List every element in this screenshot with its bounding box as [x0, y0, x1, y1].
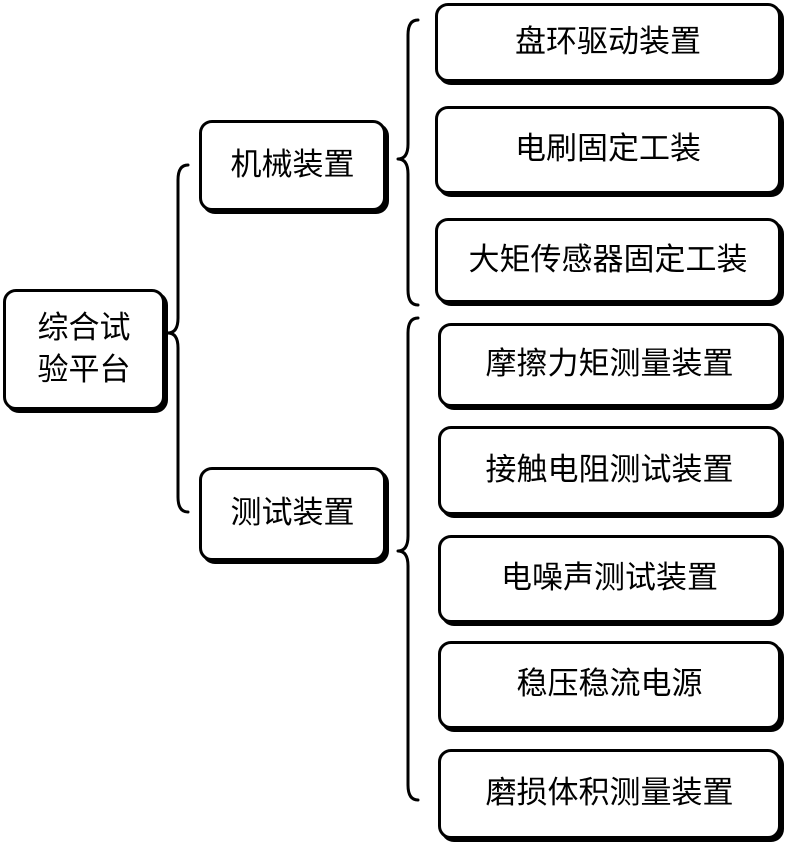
mechanical-brace	[396, 18, 420, 307]
root-label-line1: 综合试	[37, 309, 131, 346]
leaf-node: 电噪声测试装置	[438, 535, 781, 623]
test-brace	[396, 316, 420, 802]
group-node-test: 测试装置	[199, 467, 386, 561]
leaf-node: 大矩传感器固定工装	[435, 218, 781, 303]
leaf-node: 稳压稳流电源	[438, 641, 781, 729]
leaf-node: 盘环驱动装置	[435, 3, 781, 82]
leaf-node: 电刷固定工装	[435, 106, 781, 194]
group-node-mechanical: 机械装置	[199, 120, 386, 211]
leaf-node: 接触电阻测试装置	[438, 426, 781, 515]
leaf-node: 摩擦力矩测量装置	[438, 323, 781, 407]
root-label-line2: 验平台	[37, 351, 131, 388]
root-node: 综合试 验平台	[3, 289, 165, 410]
root-brace	[166, 163, 190, 514]
leaf-node: 磨损体积测量装置	[438, 749, 781, 839]
